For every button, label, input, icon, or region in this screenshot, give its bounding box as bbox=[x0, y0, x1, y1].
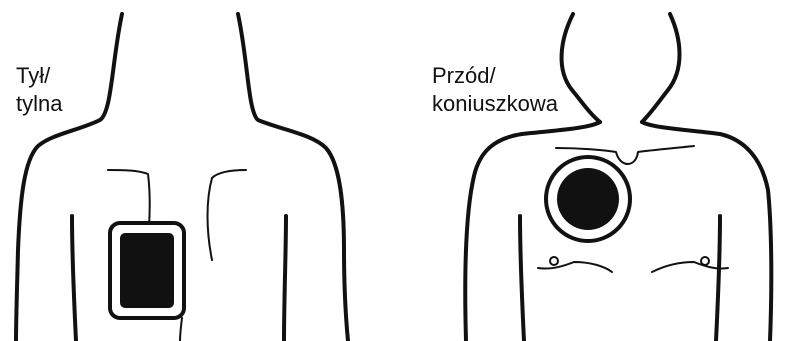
back-label-line-2: tylna bbox=[16, 90, 62, 118]
front-neck-right bbox=[642, 14, 680, 122]
left-shoulder-blade-line bbox=[108, 170, 150, 226]
front-left-chest-line bbox=[538, 262, 612, 272]
front-left-arm-inner-line bbox=[520, 216, 524, 341]
front-right-nipple bbox=[701, 257, 709, 265]
front-neck-left bbox=[562, 14, 600, 122]
back-label-line-1: Tył/ bbox=[16, 62, 62, 90]
back-panel-label: Tył/ tylna bbox=[16, 62, 62, 118]
back-left-arm-inner-line bbox=[72, 216, 76, 341]
front-torso-right-outline bbox=[642, 122, 771, 341]
back-right-arm-inner-line bbox=[284, 216, 286, 341]
back-electrode-pad bbox=[110, 223, 184, 318]
back-pad-cable bbox=[180, 318, 182, 341]
front-label-line-1: Przód/ bbox=[432, 62, 558, 90]
right-shoulder-blade-line bbox=[208, 170, 247, 260]
front-left-nipple bbox=[550, 257, 558, 265]
front-right-arm-inner-line bbox=[716, 216, 720, 341]
front-label-line-2: koniuszkowa bbox=[432, 90, 558, 118]
front-electrode-pad bbox=[546, 157, 630, 241]
front-right-chest-line bbox=[652, 262, 728, 272]
front-panel-label: Przód/ koniuszkowa bbox=[432, 62, 558, 118]
back-torso-right-outline bbox=[238, 14, 348, 341]
